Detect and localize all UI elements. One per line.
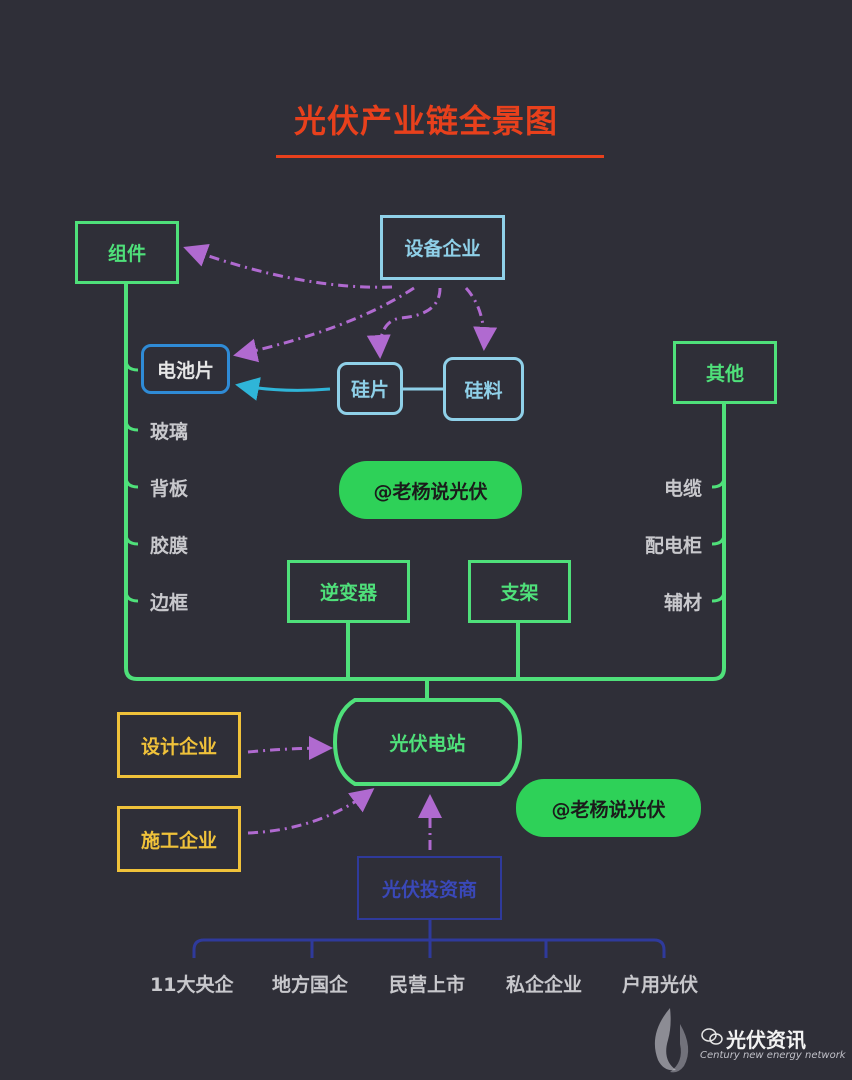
component-item: 胶膜 xyxy=(150,535,189,557)
wechat-icon xyxy=(701,1028,723,1046)
investor-box: 光伏投资商 xyxy=(357,856,502,920)
cell-box: 电池片 xyxy=(141,344,230,394)
investor-type: 户用光伏 xyxy=(622,974,699,996)
station-label: 光伏电站 xyxy=(389,732,466,755)
equipment-box: 设备企业 xyxy=(380,215,505,280)
wafer-box: 硅片 xyxy=(337,362,403,415)
bracket-box: 支架 xyxy=(468,560,571,623)
component-item: 背板 xyxy=(150,478,189,500)
watermark-badge: @老杨说光伏 xyxy=(516,779,701,837)
footer-subtitle: Century new energy network xyxy=(700,1050,846,1061)
diagram-title: 光伏产业链全景图 xyxy=(293,102,558,140)
title-underline xyxy=(276,155,604,158)
investor-type: 民营上市 xyxy=(389,974,466,996)
investor-type: 地方国企 xyxy=(272,974,349,996)
other-item: 辅材 xyxy=(663,592,702,614)
footer-brand: 光伏资讯 xyxy=(726,1028,806,1052)
other-item: 配电柜 xyxy=(644,535,702,557)
design-box: 设计企业 xyxy=(117,712,241,778)
investor-type: 11大央企 xyxy=(150,974,234,996)
others-box: 其他 xyxy=(673,341,777,404)
silicon-box: 硅料 xyxy=(443,357,524,421)
station-shape xyxy=(332,698,523,786)
component-item: 玻璃 xyxy=(150,421,189,443)
other-item: 电缆 xyxy=(663,478,702,500)
watermark-badge: @老杨说光伏 xyxy=(339,461,522,519)
investor-type: 私企企业 xyxy=(506,974,583,996)
component-item: 边框 xyxy=(150,592,189,614)
inverter-box: 逆变器 xyxy=(287,560,410,623)
flame-logo-icon xyxy=(640,1004,700,1076)
components-box: 组件 xyxy=(75,221,179,284)
construction-box: 施工企业 xyxy=(117,806,241,872)
